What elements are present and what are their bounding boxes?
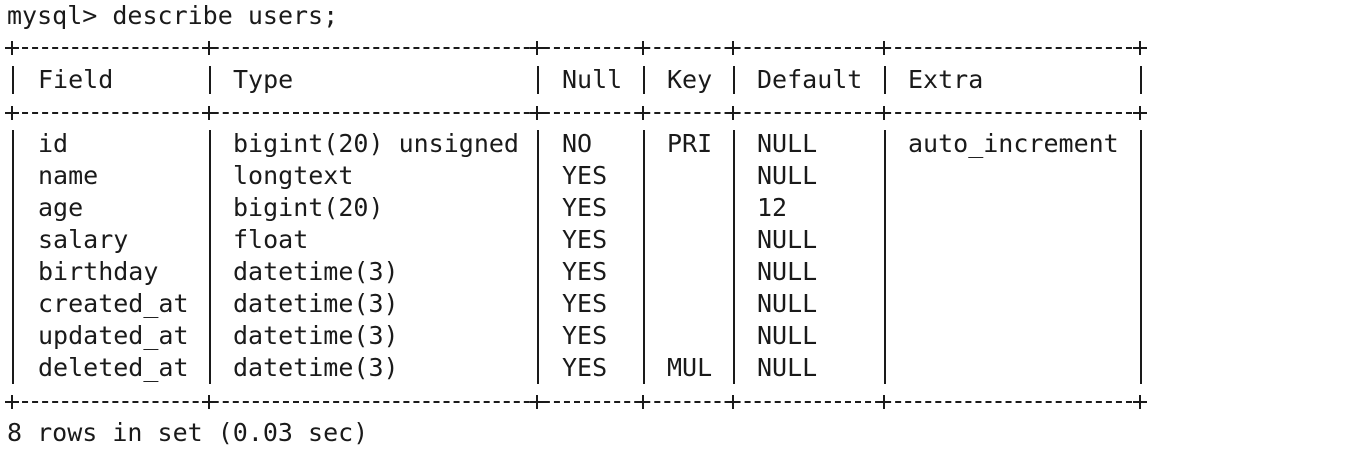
cell-field: created_at	[38, 289, 189, 318]
table-corner	[726, 106, 740, 120]
cell-extra: auto_increment	[908, 129, 1119, 158]
table-divider	[643, 66, 645, 94]
cell-type: datetime(3)	[233, 353, 399, 382]
cell-type: datetime(3)	[233, 257, 399, 286]
cell-field: name	[38, 161, 99, 190]
cell-default: NULL	[757, 161, 818, 190]
table-corner	[636, 395, 650, 409]
table-corner	[5, 106, 19, 120]
table-corner	[5, 41, 19, 55]
cell-key: PRI	[667, 129, 713, 158]
table-divider	[884, 130, 886, 384]
table-corner	[726, 41, 740, 55]
cell-null: YES	[562, 321, 608, 350]
table-corner	[202, 106, 216, 120]
table-divider	[1140, 130, 1142, 384]
cell-default: NULL	[757, 353, 818, 382]
table-corner	[636, 106, 650, 120]
table-border-top	[12, 47, 1142, 49]
table-divider	[733, 66, 735, 94]
table-corner	[530, 395, 544, 409]
table-header-separator	[12, 112, 1142, 114]
cell-null: YES	[562, 257, 608, 286]
table-border-bottom	[12, 401, 1142, 403]
table-divider	[884, 66, 886, 94]
command-text: describe users;	[112, 1, 339, 30]
table-corner	[877, 395, 891, 409]
cell-field: salary	[38, 225, 129, 254]
table-corner	[877, 106, 891, 120]
cell-type: datetime(3)	[233, 321, 399, 350]
cell-default: 12	[757, 193, 788, 222]
cell-type: bigint(20) unsigned	[233, 129, 519, 158]
header-extra: Extra	[908, 65, 984, 94]
cell-default: NULL	[757, 321, 818, 350]
table-corner	[636, 41, 650, 55]
cell-default: NULL	[757, 257, 818, 286]
cell-field: updated_at	[38, 321, 189, 350]
header-null: Null	[562, 65, 623, 94]
cell-null: YES	[562, 353, 608, 382]
cell-null: YES	[562, 289, 608, 318]
cell-type: longtext	[233, 161, 354, 190]
table-divider	[209, 66, 211, 94]
cell-field: age	[38, 193, 84, 222]
table-corner	[202, 41, 216, 55]
table-divider	[643, 130, 645, 384]
cell-type: datetime(3)	[233, 289, 399, 318]
cell-default: NULL	[757, 289, 818, 318]
prompt: mysql>	[7, 1, 98, 30]
cell-field: birthday	[38, 257, 159, 286]
table-corner	[5, 395, 19, 409]
cell-null: YES	[562, 193, 608, 222]
header-type: Type	[233, 65, 294, 94]
header-default: Default	[757, 65, 863, 94]
table-divider	[1140, 66, 1142, 94]
command-line: mysql> describe users;	[7, 0, 338, 32]
cell-field: id	[38, 129, 69, 158]
table-divider	[12, 66, 14, 94]
cell-type: float	[233, 225, 309, 254]
cell-field: deleted_at	[38, 353, 189, 382]
table-divider	[12, 130, 14, 384]
result-footer: 8 rows in set (0.03 sec)	[7, 418, 369, 447]
cell-null: YES	[562, 225, 608, 254]
table-corner	[726, 395, 740, 409]
cell-default: NULL	[757, 129, 818, 158]
table-divider	[733, 130, 735, 384]
table-divider	[537, 130, 539, 384]
header-field: Field	[38, 65, 114, 94]
table-divider	[537, 66, 539, 94]
cell-default: NULL	[757, 225, 818, 254]
table-corner	[1133, 41, 1147, 55]
table-corner	[530, 41, 544, 55]
table-corner	[877, 41, 891, 55]
cell-null: NO	[562, 129, 593, 158]
table-corner	[530, 106, 544, 120]
cell-key: MUL	[667, 353, 713, 382]
cell-null: YES	[562, 161, 608, 190]
header-key: Key	[667, 65, 713, 94]
table-divider	[209, 130, 211, 384]
table-corner	[1133, 395, 1147, 409]
table-corner	[1133, 106, 1147, 120]
cell-type: bigint(20)	[233, 193, 384, 222]
table-corner	[202, 395, 216, 409]
